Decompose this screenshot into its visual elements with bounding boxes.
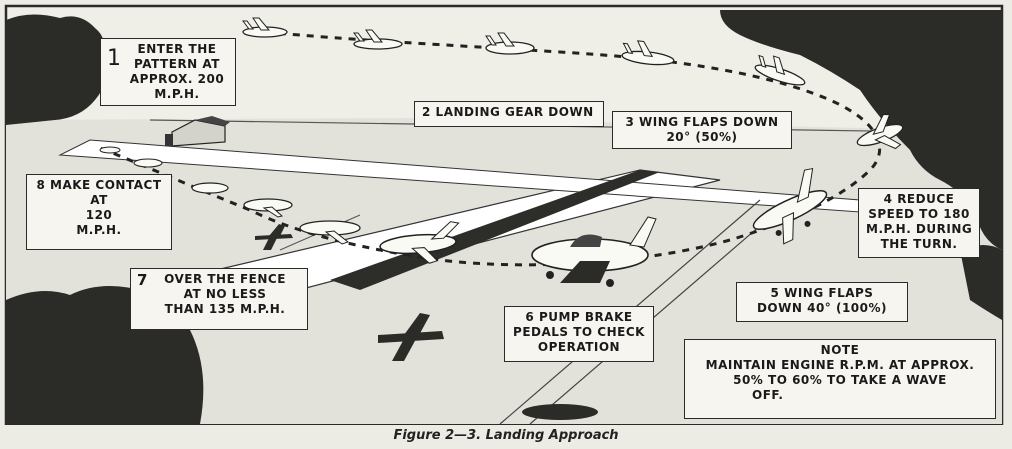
step-5-line-1: WING FLAPS [784, 286, 874, 300]
step-2-label: 2 LANDING GEAR DOWN [414, 101, 604, 127]
step-7-label: 7 OVER THE FENCE AT NO LESS THAN 135 M.P… [130, 268, 308, 330]
trees-top-left [6, 14, 105, 126]
step-8-label: 8 MAKE CONTACT AT 120 M.P.H. [26, 174, 172, 250]
step-1-number: 1 [107, 46, 122, 71]
step-1-label: 1 ENTER THE PATTERN AT APPROX. 200 M.P.H… [100, 38, 236, 106]
trees-top-right [720, 10, 1002, 250]
step-4-label: 4 REDUCE SPEED TO 180 M.P.H. DURING THE … [858, 188, 980, 258]
airplane-icon-6 [856, 113, 904, 150]
step-4-line-3: M.P.H. DURING [866, 222, 973, 236]
step-4-line-2: SPEED TO 180 [868, 207, 970, 221]
airplane-shadow-icon-2 [378, 313, 444, 361]
step-6-label: 6 PUMP BRAKE PEDALS TO CHECK OPERATION [504, 306, 654, 362]
step-1-line-3: APPROX. 200 [129, 72, 225, 86]
step-6-line-2: PEDALS TO CHECK [513, 325, 645, 339]
step-7-number: 7 [137, 271, 148, 289]
hangar-building [165, 116, 230, 147]
airplane-icon-10 [299, 220, 361, 245]
note-heading: NOTE [820, 343, 860, 357]
airplane-icon-2 [353, 29, 403, 50]
note-line-2: 50% TO 60% TO TAKE A WAVE [733, 373, 947, 387]
step-2-line-1: LANDING GEAR DOWN [435, 105, 594, 119]
airplane-icon-14 [99, 146, 121, 154]
step-3-line-1: WING FLAPS DOWN [639, 115, 779, 129]
step-5-line-2: DOWN 40° (100%) [756, 301, 888, 315]
step-6-number: 6 [525, 310, 535, 324]
step-5-label: 5 WING FLAPS DOWN 40° (100%) [736, 282, 908, 322]
airplane-icon-9 [379, 221, 460, 264]
step-3-line-2: 20° (50%) [666, 130, 738, 144]
step-1-line-2: PATTERN AT [134, 57, 220, 71]
airplane-icon-7 [752, 167, 828, 245]
step-8-line-1: MAKE CONTACT [50, 178, 162, 192]
step-1-line-4: M.P.H. [154, 87, 200, 101]
step-2-number: 2 [422, 105, 431, 119]
step-1-line-1: ENTER THE [137, 42, 217, 56]
step-8-number: 8 [36, 178, 46, 192]
step-3-label: 3 WING FLAPS DOWN 20° (50%) [612, 111, 792, 149]
airplane-icon-8-taxiing [531, 216, 657, 287]
note-box: NOTE MAINTAIN ENGINE R.P.M. AT APPROX. 5… [684, 339, 996, 419]
airplane-icon-11 [243, 198, 293, 218]
step-6-line-1: PUMP BRAKE [538, 310, 633, 324]
step-6-line-3: OPERATION [537, 340, 621, 354]
note-line-3: OFF. [752, 388, 784, 402]
step-4-number: 4 [883, 192, 893, 206]
note-line-1: MAINTAIN ENGINE R.P.M. AT APPROX. [705, 358, 975, 372]
step-7-line-3: THAN 135 M.P.H. [164, 302, 286, 316]
airplane-shadow-icon-1 [255, 224, 293, 250]
step-3-number: 3 [625, 115, 635, 129]
airplane-icon-5 [754, 54, 806, 86]
airplane-icon-12 [191, 182, 229, 194]
airplane-icon-13 [133, 158, 163, 168]
step-7-line-1: OVER THE FENCE [164, 272, 286, 286]
step-4-line-4: THE TURN. [880, 237, 958, 251]
runway-dark-band [330, 170, 660, 290]
taxiway-line-2 [529, 199, 791, 425]
step-8-line-4: M.P.H. [76, 223, 122, 237]
step-4-line-1: REDUCE [897, 192, 955, 206]
airplane-icon-1 [242, 17, 288, 38]
airplane-icon-3 [485, 32, 535, 55]
airplane-icon-4 [621, 40, 675, 66]
step-8-line-2: AT [90, 193, 108, 207]
trees-right [960, 245, 1002, 320]
step-8-line-3: 120 [85, 208, 113, 222]
step-7-line-2: AT NO LESS [183, 287, 267, 301]
airfield-illustration [4, 4, 1004, 425]
step-5-number: 5 [770, 286, 780, 300]
airplane-shadow-icon-3 [522, 404, 598, 420]
figure-caption: Figure 2—3. Landing Approach [393, 428, 619, 443]
